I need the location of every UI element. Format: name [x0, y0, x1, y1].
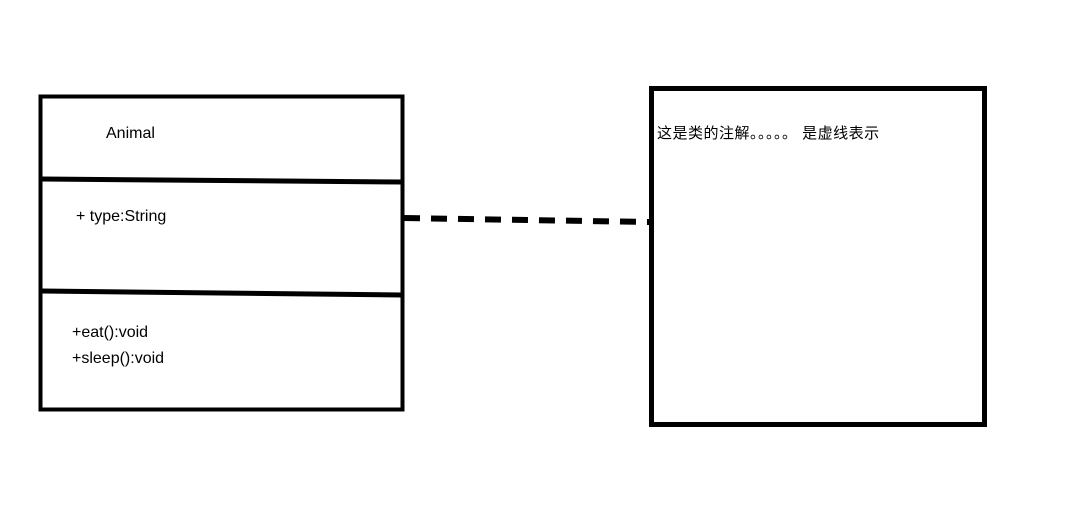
class-box-divider-name-attributes [41, 176, 403, 185]
note-text: 这是类的注解。。。。。 是虚线表示 [657, 125, 880, 142]
class-operation-item: +eat():void [72, 324, 149, 341]
class-box-divider-attributes-operations [41, 288, 403, 298]
class-operation-item: +sleep():void [72, 350, 165, 367]
class-name-label: Animal [106, 125, 155, 142]
class-attribute-item: + type:String [76, 208, 167, 225]
note-connector-dashed-line[interactable] [403, 215, 651, 225]
